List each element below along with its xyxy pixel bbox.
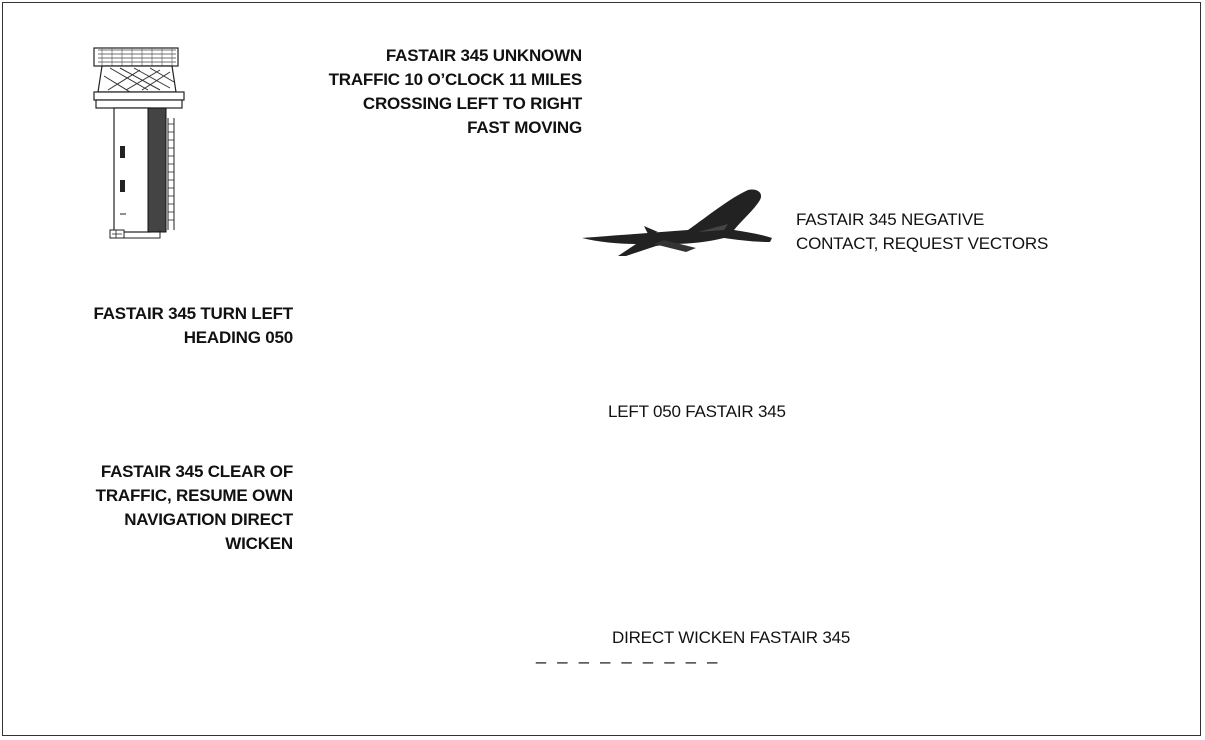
message-line: LEFT 050 FASTAIR 345 bbox=[608, 400, 928, 424]
message-line: FASTAIR 345 TURN LEFT bbox=[20, 302, 293, 326]
message-line: CONTACT, REQUEST VECTORS bbox=[796, 232, 1176, 256]
message-line: FAST MOVING bbox=[240, 116, 582, 140]
message-line: HEADING 050 bbox=[20, 326, 293, 350]
control-tower-icon bbox=[90, 42, 190, 242]
atc-clear-of-traffic: FASTAIR 345 CLEAR OF TRAFFIC, RESUME OWN… bbox=[20, 460, 293, 556]
pilot-readback-turn: LEFT 050 FASTAIR 345 bbox=[608, 400, 928, 424]
message-line: CROSSING LEFT TO RIGHT bbox=[240, 92, 582, 116]
message-line: NAVIGATION DIRECT bbox=[20, 508, 293, 532]
pilot-request-vectors: FASTAIR 345 NEGATIVE CONTACT, REQUEST VE… bbox=[796, 208, 1176, 256]
message-line: FASTAIR 345 UNKNOWN bbox=[240, 44, 582, 68]
message-line: FASTAIR 345 NEGATIVE bbox=[796, 208, 1176, 232]
atc-turn-instruction: FASTAIR 345 TURN LEFT HEADING 050 bbox=[20, 302, 293, 350]
airliner-icon bbox=[578, 186, 778, 266]
message-line: TRAFFIC, RESUME OWN bbox=[20, 484, 293, 508]
atc-traffic-advisory: FASTAIR 345 UNKNOWN TRAFFIC 10 O’CLOCK 1… bbox=[240, 44, 582, 140]
message-line: WICKEN bbox=[20, 532, 293, 556]
end-separator: _ _ _ _ _ _ _ _ _ bbox=[536, 644, 706, 665]
message-line: FASTAIR 345 CLEAR OF bbox=[20, 460, 293, 484]
message-line: TRAFFIC 10 O’CLOCK 11 MILES bbox=[240, 68, 582, 92]
